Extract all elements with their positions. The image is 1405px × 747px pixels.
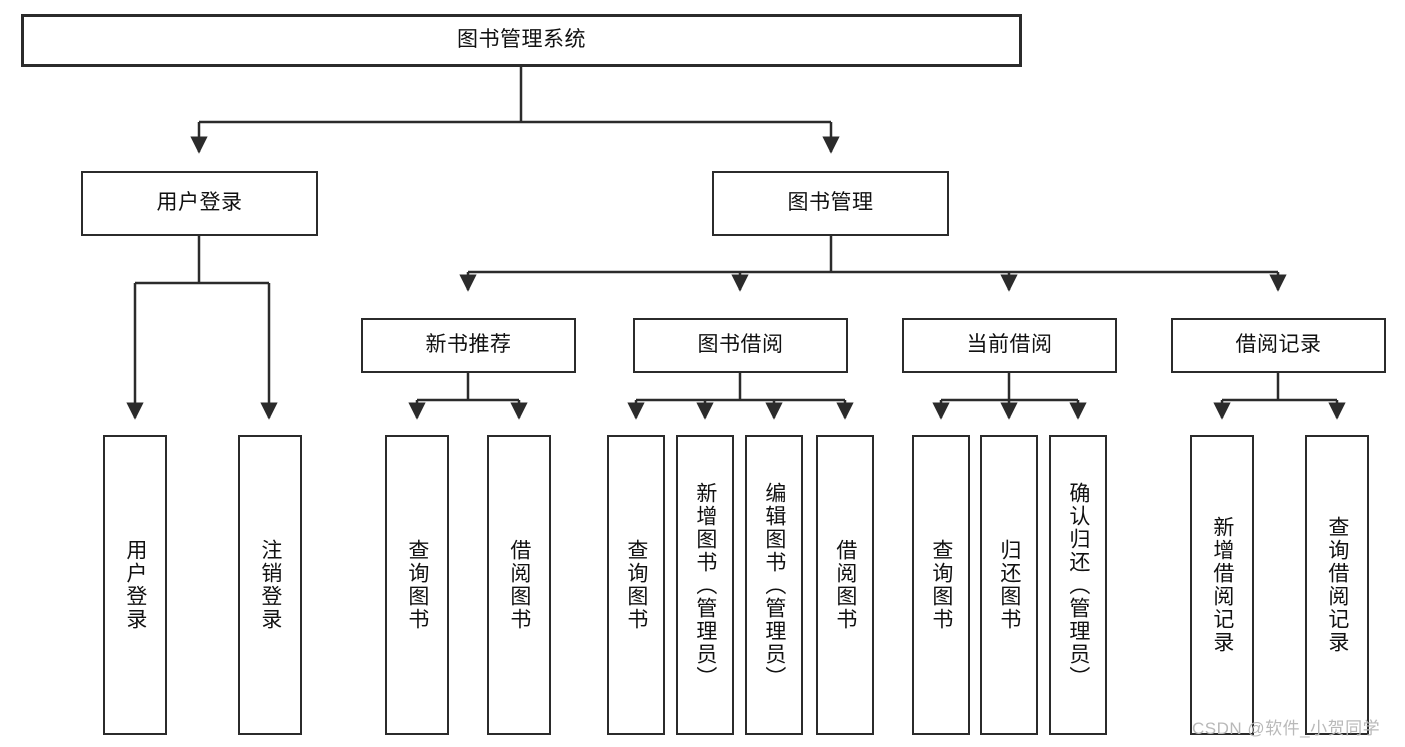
node-label: 确认归还（管理员） xyxy=(1066,481,1090,689)
node-label: 新增借阅记录 xyxy=(1210,516,1234,654)
node-leaf-borrow-book[interactable]: 借阅图书 xyxy=(816,435,874,735)
node-user-login[interactable]: 用户登录 xyxy=(81,171,318,236)
node-current-borrow[interactable]: 当前借阅 xyxy=(902,318,1117,373)
node-leaf-user-login[interactable]: 用户登录 xyxy=(103,435,167,735)
node-label: 注销登录 xyxy=(258,539,282,631)
node-book-borrow[interactable]: 图书借阅 xyxy=(633,318,848,373)
node-label: 查询图书 xyxy=(929,539,953,631)
node-label: 查询图书 xyxy=(624,539,648,631)
node-leaf-add-book-admin[interactable]: 新增图书（管理员） xyxy=(676,435,734,735)
node-label: 图书借阅 xyxy=(697,333,784,357)
node-label: 借阅图书 xyxy=(507,539,531,631)
node-label: 借阅图书 xyxy=(833,539,857,631)
node-leaf-confirm-return-admin[interactable]: 确认归还（管理员） xyxy=(1049,435,1107,735)
node-label: 新书推荐 xyxy=(425,333,512,357)
node-leaf-return-book[interactable]: 归还图书 xyxy=(980,435,1038,735)
node-leaf-logout[interactable]: 注销登录 xyxy=(238,435,302,735)
node-label: 查询借阅记录 xyxy=(1325,516,1349,654)
node-label: 图书管理 xyxy=(787,191,874,215)
node-label: 编辑图书（管理员） xyxy=(762,481,786,689)
node-new-book-recommend[interactable]: 新书推荐 xyxy=(361,318,576,373)
node-leaf-borrow-book-recommend[interactable]: 借阅图书 xyxy=(487,435,551,735)
node-label: 图书管理系统 xyxy=(457,28,586,52)
node-label: 借阅记录 xyxy=(1235,333,1322,357)
node-label: 当前借阅 xyxy=(966,333,1053,357)
node-label: 归还图书 xyxy=(997,539,1021,631)
node-book-management[interactable]: 图书管理 xyxy=(712,171,949,236)
watermark-text: CSDN @软件_小贺同学 xyxy=(1192,719,1381,738)
node-leaf-edit-book-admin[interactable]: 编辑图书（管理员） xyxy=(745,435,803,735)
node-leaf-query-book-borrow[interactable]: 查询图书 xyxy=(607,435,665,735)
node-label: 查询图书 xyxy=(405,539,429,631)
node-label: 用户登录 xyxy=(156,191,243,215)
node-leaf-add-borrow-record[interactable]: 新增借阅记录 xyxy=(1190,435,1254,735)
node-leaf-query-book-current[interactable]: 查询图书 xyxy=(912,435,970,735)
node-label: 用户登录 xyxy=(123,539,147,631)
node-leaf-query-borrow-record[interactable]: 查询借阅记录 xyxy=(1305,435,1369,735)
node-label: 新增图书（管理员） xyxy=(693,481,717,689)
node-borrow-record[interactable]: 借阅记录 xyxy=(1171,318,1386,373)
node-root-system[interactable]: 图书管理系统 xyxy=(21,14,1022,67)
node-leaf-query-book-recommend[interactable]: 查询图书 xyxy=(385,435,449,735)
